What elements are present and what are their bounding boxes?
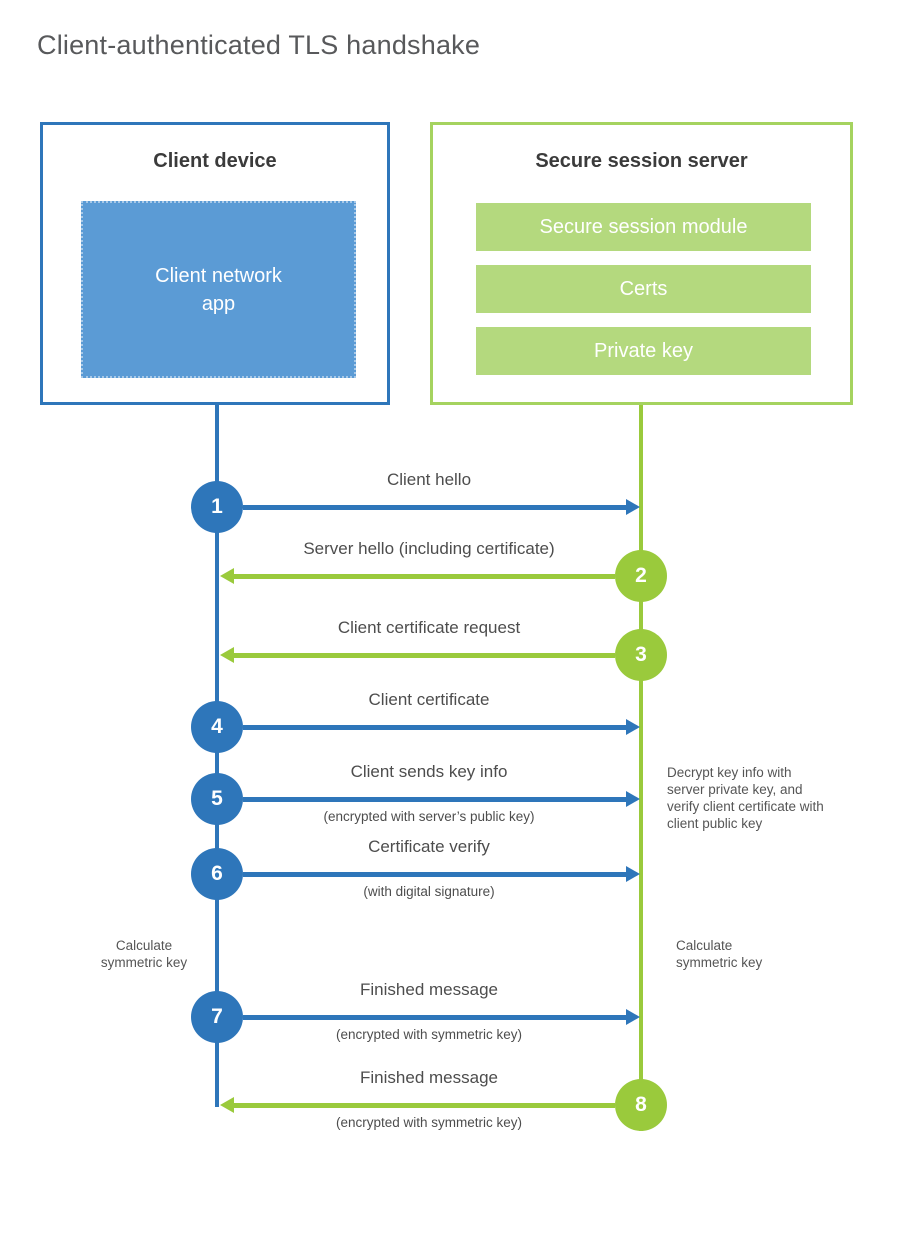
client-network-app-label: Client network app bbox=[155, 264, 282, 315]
server-decrypt-note: Decrypt key info with server private key… bbox=[667, 765, 824, 831]
step-sublabel: (with digital signature) bbox=[363, 884, 495, 899]
arrow-right-icon bbox=[243, 791, 640, 807]
arrow-right-icon bbox=[243, 866, 640, 882]
server-module-certs: Certs bbox=[476, 265, 811, 313]
step-number-badge: 3 bbox=[615, 629, 667, 681]
server-lifeline bbox=[639, 405, 643, 1131]
step-sublabel: (encrypted with server’s public key) bbox=[323, 809, 535, 824]
step-label: Server hello (including certificate) bbox=[303, 539, 555, 558]
page-title: Client-authenticated TLS handshake bbox=[37, 30, 481, 60]
arrowhead-icon bbox=[626, 791, 640, 807]
server-calculate-key-note: Calculate symmetric key bbox=[676, 938, 763, 970]
arrowhead-icon bbox=[220, 647, 234, 663]
client-calculate-key-note: Calculate symmetric key bbox=[100, 938, 188, 970]
step-number-badge: 4 bbox=[191, 701, 243, 753]
arrow-right-icon bbox=[243, 1009, 640, 1025]
step-label: Client hello bbox=[386, 470, 472, 489]
step-number-badge: 2 bbox=[615, 550, 667, 602]
step-number-badge: 8 bbox=[615, 1079, 667, 1131]
step-label: Finished message bbox=[360, 1068, 498, 1087]
arrowhead-icon bbox=[626, 866, 640, 882]
arrowhead-icon bbox=[626, 719, 640, 735]
server-box-title: Secure session server bbox=[535, 150, 748, 172]
client-lifeline bbox=[215, 405, 219, 1107]
server-modules: Secure session module Certs Private key bbox=[476, 203, 811, 389]
step-sublabel: (encrypted with symmetric key) bbox=[335, 1027, 523, 1042]
step-label: Certificate verify bbox=[368, 837, 490, 856]
server-box: Secure session server Secure session mod… bbox=[430, 122, 853, 405]
arrowhead-icon bbox=[220, 1097, 234, 1113]
step-label: Finished message bbox=[360, 980, 498, 999]
client-network-app-block: Client network app bbox=[81, 201, 356, 378]
step-label: Client certificate request bbox=[337, 618, 521, 637]
arrow-right-icon bbox=[243, 719, 640, 735]
step-number-badge: 5 bbox=[191, 773, 243, 825]
server-module-private-key: Private key bbox=[476, 327, 811, 375]
arrow-left-icon bbox=[220, 1097, 615, 1113]
arrowhead-icon bbox=[220, 568, 234, 584]
arrowhead-icon bbox=[626, 1009, 640, 1025]
step-number-badge: 7 bbox=[191, 991, 243, 1043]
step-number-badge: 6 bbox=[191, 848, 243, 900]
step-number-badge: 1 bbox=[191, 481, 243, 533]
arrow-left-icon bbox=[220, 647, 615, 663]
step-label: Client certificate bbox=[368, 690, 490, 709]
client-device-box: Client device Client network app bbox=[40, 122, 390, 405]
step-sublabel: (encrypted with symmetric key) bbox=[335, 1115, 523, 1130]
server-module-secure-session: Secure session module bbox=[476, 203, 811, 251]
client-device-title: Client device bbox=[153, 150, 277, 172]
arrow-left-icon bbox=[220, 568, 615, 584]
arrowhead-icon bbox=[626, 499, 640, 515]
arrow-right-icon bbox=[243, 499, 640, 515]
step-label: Client sends key info bbox=[350, 762, 508, 781]
